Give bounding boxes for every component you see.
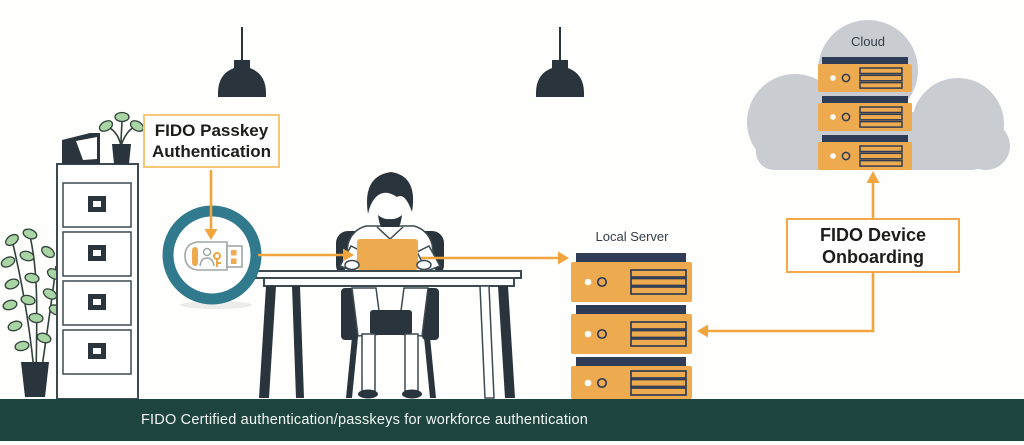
potted-plant-icon	[0, 228, 64, 397]
passkey-label-line2: Authentication	[152, 142, 271, 161]
passkey-authentication-label: FIDO Passkey Authentication	[143, 114, 280, 168]
device-onboarding-label: FIDO Device Onboarding	[786, 218, 960, 273]
flow-arrow-onboarding-to-cloud	[866, 171, 880, 218]
flow-arrow-laptop-to-server	[421, 251, 569, 265]
file-cabinet-icon	[56, 111, 145, 400]
local-server-label: Local Server	[595, 229, 669, 244]
flow-arrow-onboarding-to-server	[697, 271, 875, 338]
security-key-icon	[162, 205, 262, 309]
flow-arrow-passkey-to-key	[204, 170, 218, 240]
cloud-label: Cloud	[851, 34, 885, 49]
pendant-lamp-icon	[536, 27, 584, 97]
cloud-server-icon	[818, 57, 912, 170]
onboarding-label-line1: FIDO Device	[819, 224, 927, 245]
footer-caption-bar: FIDO Certified authentication/passkeys f…	[0, 399, 1024, 441]
cloud-icon	[747, 20, 1010, 170]
flow-arrow-key-to-laptop	[258, 248, 354, 262]
passkey-label-line1: FIDO Passkey	[154, 121, 269, 140]
worker-at-desk-icon	[255, 172, 522, 399]
onboarding-label-line2: Onboarding	[822, 246, 924, 267]
pendant-lamp-icon	[218, 27, 266, 97]
footer-caption-text: FIDO Certified authentication/passkeys f…	[141, 412, 588, 428]
local-server-icon	[571, 253, 692, 399]
